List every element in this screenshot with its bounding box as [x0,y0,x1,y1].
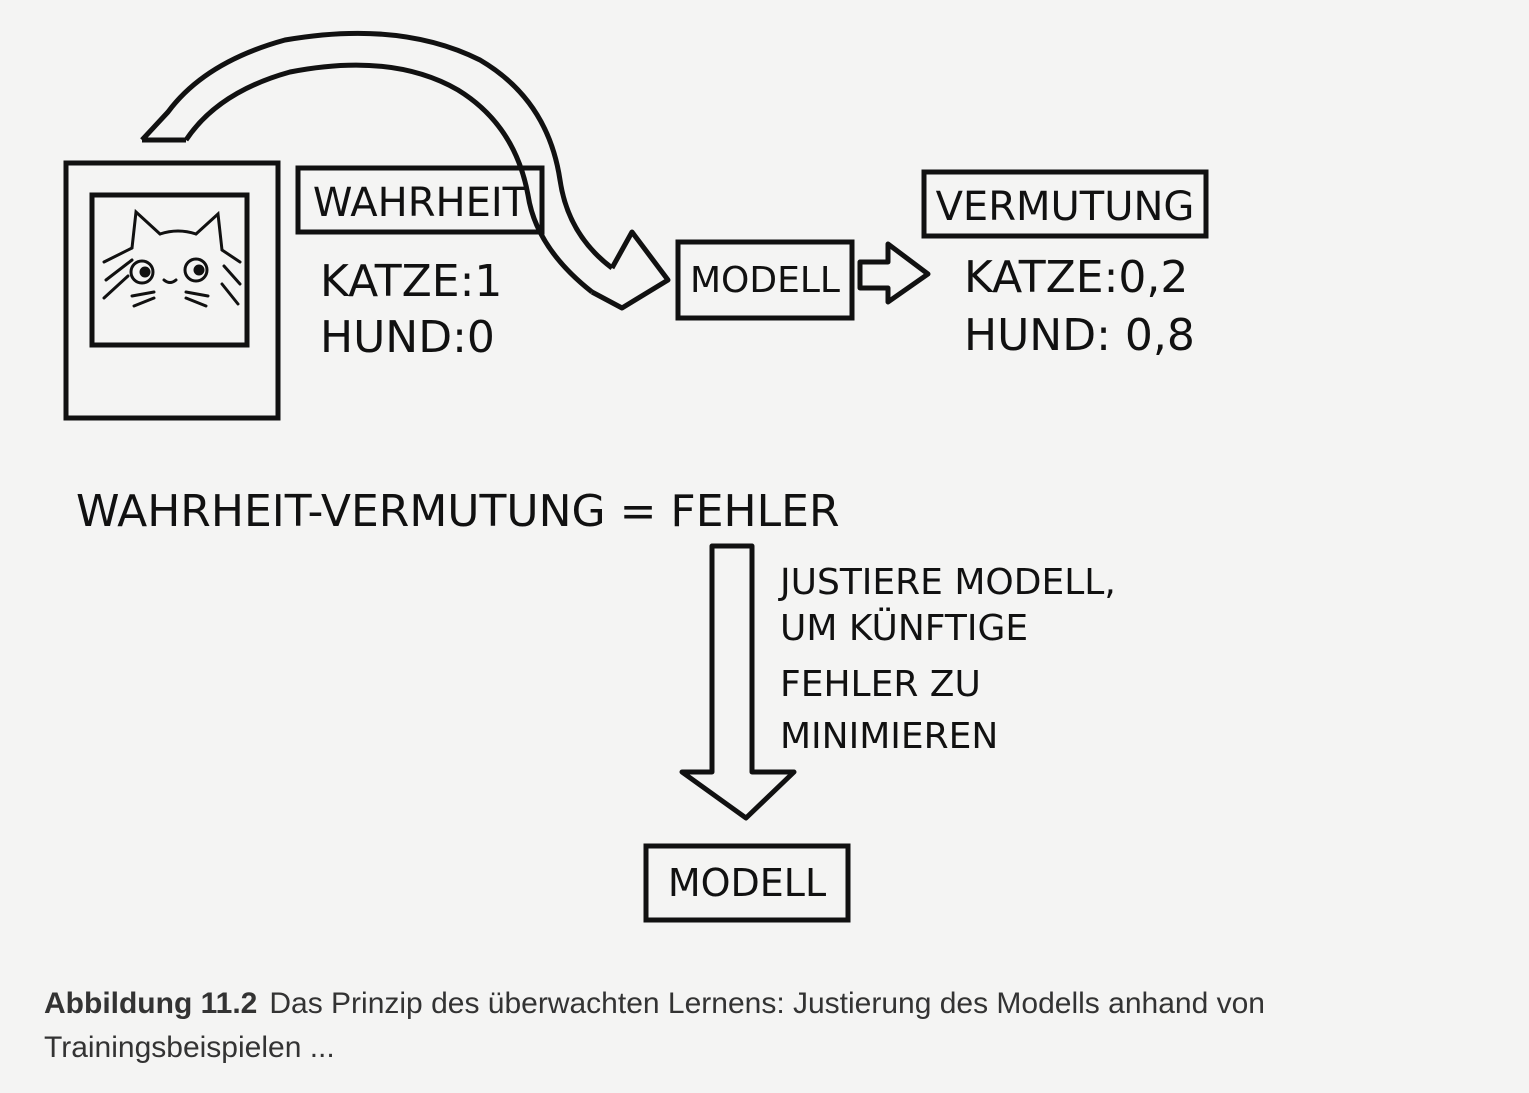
truth-box-label: WAHRHEIT [313,180,528,226]
error-equation: WAHRHEIT-VERMUTUNG = FEHLER [76,486,840,537]
down-arrow-icon [679,543,797,821]
cat-icon [102,208,242,308]
model-box-top: MODELL [675,239,855,321]
model-box-bottom: MODELL [643,843,851,923]
curved-arrow-icon [140,30,671,311]
model-box-bottom-label: MODELL [668,861,826,905]
supervised-learning-diagram: WAHRHEIT KATZE:1 HUND:0 MODELL VERMUTUNG… [63,30,1209,923]
guess-value-dog: HUND: 0,8 [964,310,1195,361]
adjust-note-line-3: FEHLER ZU [780,664,981,705]
truth-value-cat: KATZE:1 [320,256,502,307]
guess-box-label: VERMUTUNG [936,184,1195,230]
figure-caption-text: Das Prinzip des überwachten Lernens: Jus… [44,987,1265,1064]
truth-box: WAHRHEIT [295,165,545,235]
adjust-note-line-2: UM KÜNFTIGE [780,607,1028,649]
truth-value-dog: HUND:0 [320,312,495,363]
guess-box: VERMUTUNG [921,169,1209,239]
adjust-note-line-4: MINIMIEREN [780,716,998,757]
model-box-top-label: MODELL [690,260,840,301]
adjust-note-line-1: JUSTIERE MODELL, [778,562,1116,603]
figure-caption-label: Abbildung 11.2 [44,987,258,1020]
cat-photo [63,160,281,421]
guess-value-cat: KATZE:0,2 [964,252,1188,303]
right-arrow-icon [857,241,931,305]
